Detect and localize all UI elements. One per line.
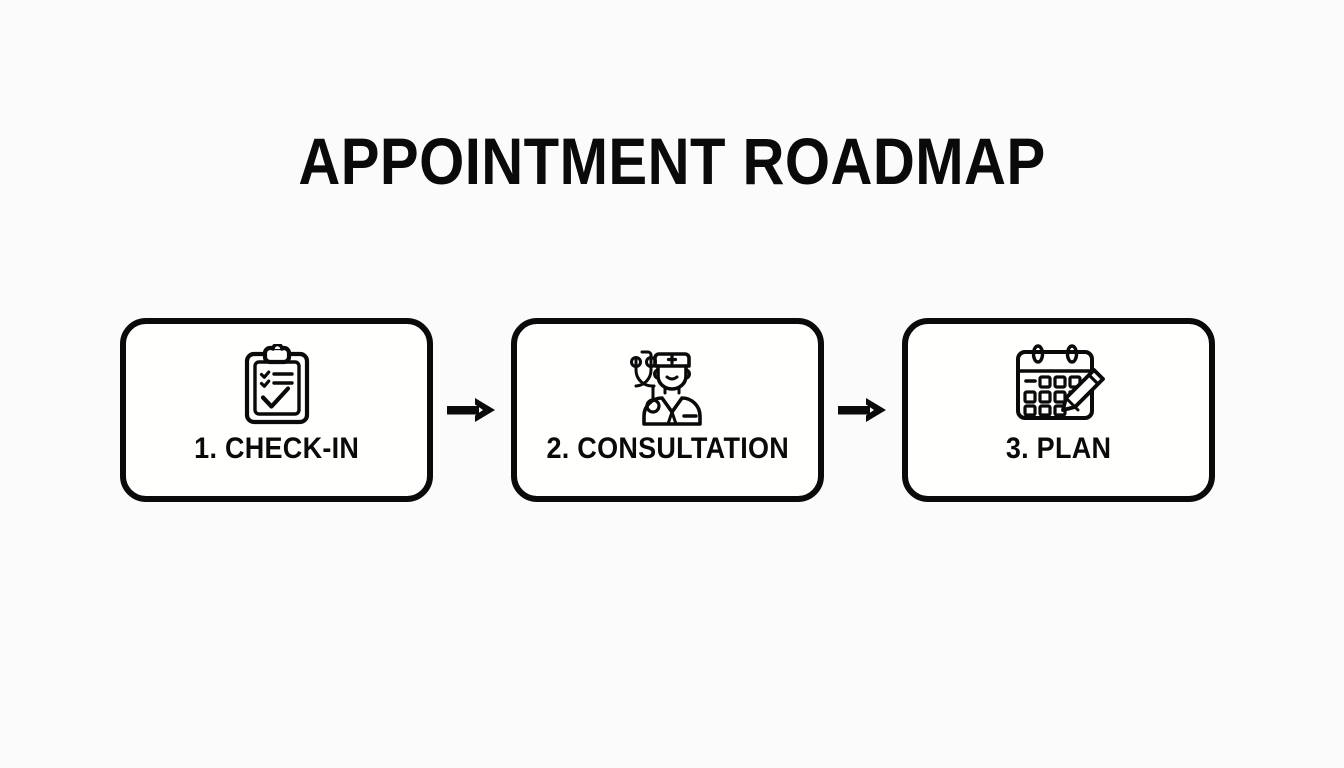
- step-label-check-in: 1. CHECK-IN: [193, 432, 359, 465]
- calendar-pencil-icon: [1009, 344, 1109, 428]
- step-card-check-in[interactable]: 1. CHECK-IN: [120, 318, 433, 502]
- page-title: APPOINTMENT ROADMAP: [298, 124, 1046, 198]
- arrow-right-icon-2: [837, 390, 889, 430]
- doctor-icon: [618, 344, 718, 428]
- roadmap-flow: 1. CHECK-IN: [120, 318, 1215, 502]
- clipboard-checklist-icon: [227, 344, 327, 428]
- step-card-consultation[interactable]: 2. CONSULTATION: [511, 318, 824, 502]
- step-label-consultation: 2. CONSULTATION: [546, 432, 789, 465]
- step-label-plan: 3. PLAN: [1005, 432, 1112, 465]
- step-card-plan[interactable]: 3. PLAN: [902, 318, 1215, 502]
- arrow-right-icon-1: [446, 390, 498, 430]
